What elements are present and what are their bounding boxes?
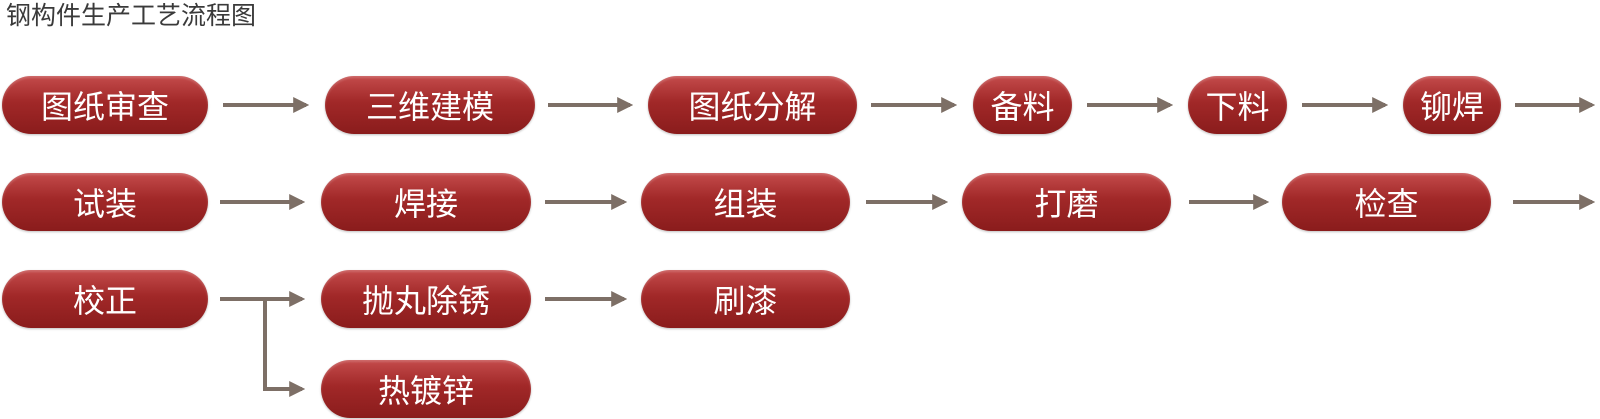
step-hot-dip-galvanizing[interactable]: 热镀锌: [321, 360, 531, 418]
step-straightening[interactable]: 校正: [2, 270, 208, 328]
step-material-prep[interactable]: 备料: [973, 76, 1072, 134]
step-painting[interactable]: 刷漆: [641, 270, 850, 328]
step-trial-assembly[interactable]: 试装: [2, 173, 208, 231]
step-3d-modeling[interactable]: 三维建模: [325, 76, 535, 134]
step-shot-blasting[interactable]: 抛丸除锈: [321, 270, 531, 328]
diagram-title: 钢构件生产工艺流程图: [6, 1, 257, 30]
step-cutting[interactable]: 下料: [1188, 76, 1287, 134]
step-inspection[interactable]: 检查: [1282, 173, 1491, 231]
step-drawing-breakdown[interactable]: 图纸分解: [648, 76, 857, 134]
step-riveting-welding[interactable]: 铆焊: [1403, 76, 1501, 134]
step-drawing-review[interactable]: 图纸审查: [2, 76, 208, 134]
step-assembly[interactable]: 组装: [641, 173, 850, 231]
step-grinding[interactable]: 打磨: [962, 173, 1171, 231]
step-welding[interactable]: 焊接: [321, 173, 531, 231]
